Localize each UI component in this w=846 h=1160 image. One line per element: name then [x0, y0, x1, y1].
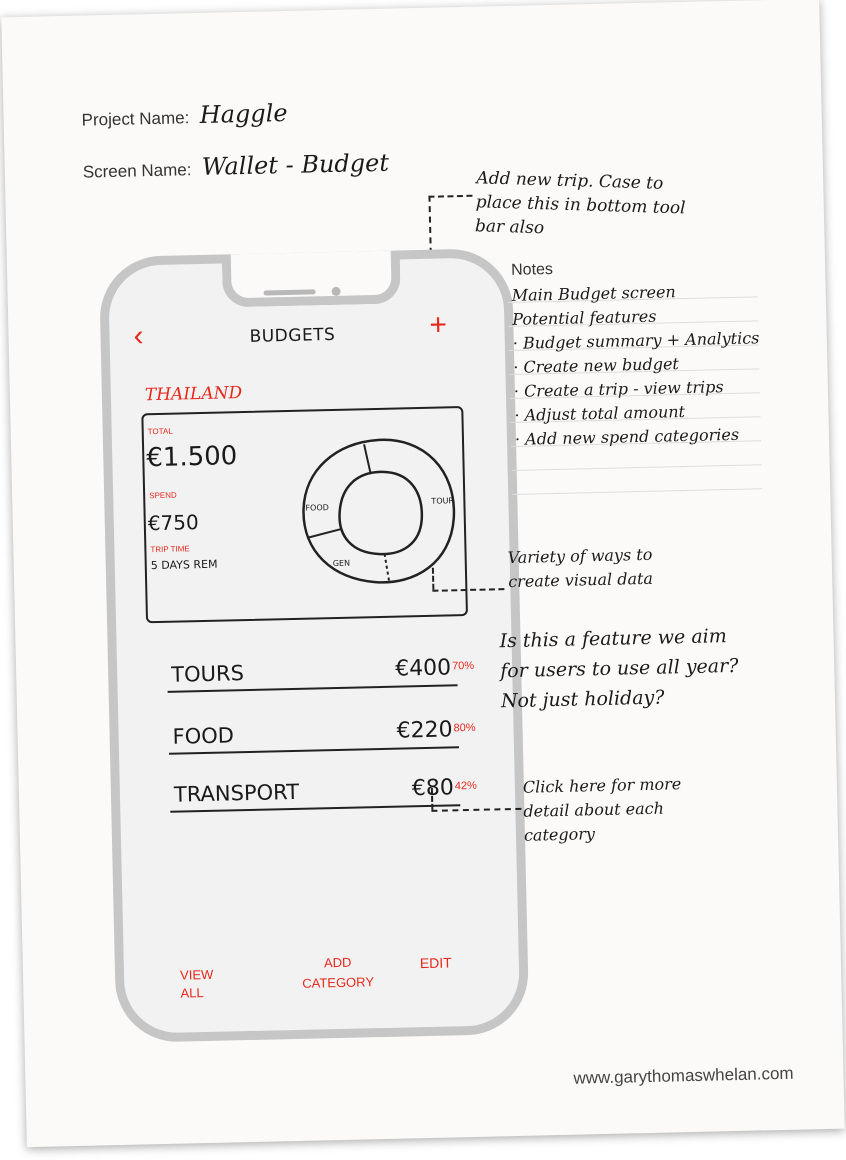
page-title: BUDGETS: [249, 324, 336, 347]
back-button[interactable]: ‹: [133, 319, 144, 353]
trip-title: THAILAND: [144, 383, 243, 406]
category-name: TRANSPORT: [173, 779, 300, 807]
category-amount: €400: [394, 655, 452, 682]
donut-segment-label: GEN: [332, 558, 351, 569]
budget-summary-card[interactable]: TOTAL €1.500 SPEND €750 TRIP TIME 5 DAYS…: [141, 406, 468, 624]
category-row[interactable]: TOURS €400 70%: [166, 648, 474, 693]
screen-name-value: Wallet - Budget: [201, 148, 390, 181]
add-category-label: ADD: [323, 954, 352, 971]
phone-frame: ‹ BUDGETS + THAILAND TOTAL €1.500 SPEND …: [98, 247, 530, 1044]
connector-line: [428, 194, 473, 198]
annotation-line: Click here for more: [522, 774, 682, 797]
edit-button[interactable]: EDIT: [419, 954, 452, 972]
donut-segment-label: TOUR: [431, 496, 455, 506]
spend-label: SPEND: [149, 490, 177, 501]
annotation-line: Not just holiday?: [500, 686, 665, 713]
spend-value: €750: [147, 510, 199, 536]
category-amount: €220: [396, 717, 453, 744]
trip-time-label: TRIP TIME: [150, 544, 190, 555]
chevron-left-icon: ‹: [133, 319, 144, 353]
view-all-label: ALL: [180, 985, 204, 1001]
total-label: TOTAL: [147, 426, 173, 437]
screen-name-label: Screen Name:: [82, 160, 192, 182]
notes-list: Main Budget screen Potential features · …: [511, 278, 761, 452]
annotation-line: Variety of ways to: [507, 544, 653, 568]
trip-time-value: 5 DAYS REM: [150, 557, 218, 573]
category-percent: 80%: [453, 721, 476, 735]
add-trip-button[interactable]: +: [429, 308, 448, 342]
category-name: FOOD: [172, 723, 235, 749]
note-line-text: · Add new spend categories: [514, 424, 740, 449]
annotation-line: category: [523, 824, 596, 845]
project-name-label: Project Name:: [81, 108, 190, 130]
annotation-line: for users to use all year?: [499, 654, 739, 683]
total-value: €1.500: [145, 441, 238, 474]
add-category-label: CATEGORY: [302, 974, 375, 991]
add-category-button[interactable]: ADD CATEGORY: [302, 952, 375, 994]
phone-notch: [221, 250, 401, 308]
footer-website: www.garythomaswhelan.com: [573, 1063, 794, 1088]
notes-heading: Notes: [510, 260, 554, 279]
notes-panel: Notes Main Budget screen Potential featu…: [507, 256, 771, 522]
plus-icon: +: [429, 308, 448, 342]
annotation-feature-question: Is this a feature we aim for users to us…: [499, 621, 739, 716]
donut-chart[interactable]: [294, 430, 466, 594]
view-all-label: VIEW: [179, 966, 214, 983]
annotation-line: create visual data: [508, 568, 654, 592]
annotation-add-trip: Add new trip. Case to place this in bott…: [475, 166, 687, 244]
category-row[interactable]: TRANSPORT €80 42%: [169, 768, 477, 813]
screen-name-row: Screen Name: Wallet - Budget: [82, 148, 390, 184]
donut-segment-label: FOOD: [305, 503, 329, 513]
view-all-button[interactable]: VIEW ALL: [180, 966, 214, 1003]
category-percent: 42%: [454, 779, 478, 793]
category-row[interactable]: FOOD €220 80%: [168, 710, 476, 755]
project-name-value: Haggle: [199, 98, 288, 129]
category-percent: 70%: [451, 659, 475, 673]
note-rule: [511, 464, 762, 471]
note-rule: [512, 488, 763, 495]
project-name-row: Project Name: Haggle: [81, 98, 288, 132]
annotation-line: detail about each: [523, 798, 665, 821]
annotation-visual-data: Variety of ways to create visual data: [507, 543, 653, 594]
annotation-click-here: Click here for more detail about each ca…: [523, 772, 683, 848]
category-name: TOURS: [170, 661, 245, 687]
